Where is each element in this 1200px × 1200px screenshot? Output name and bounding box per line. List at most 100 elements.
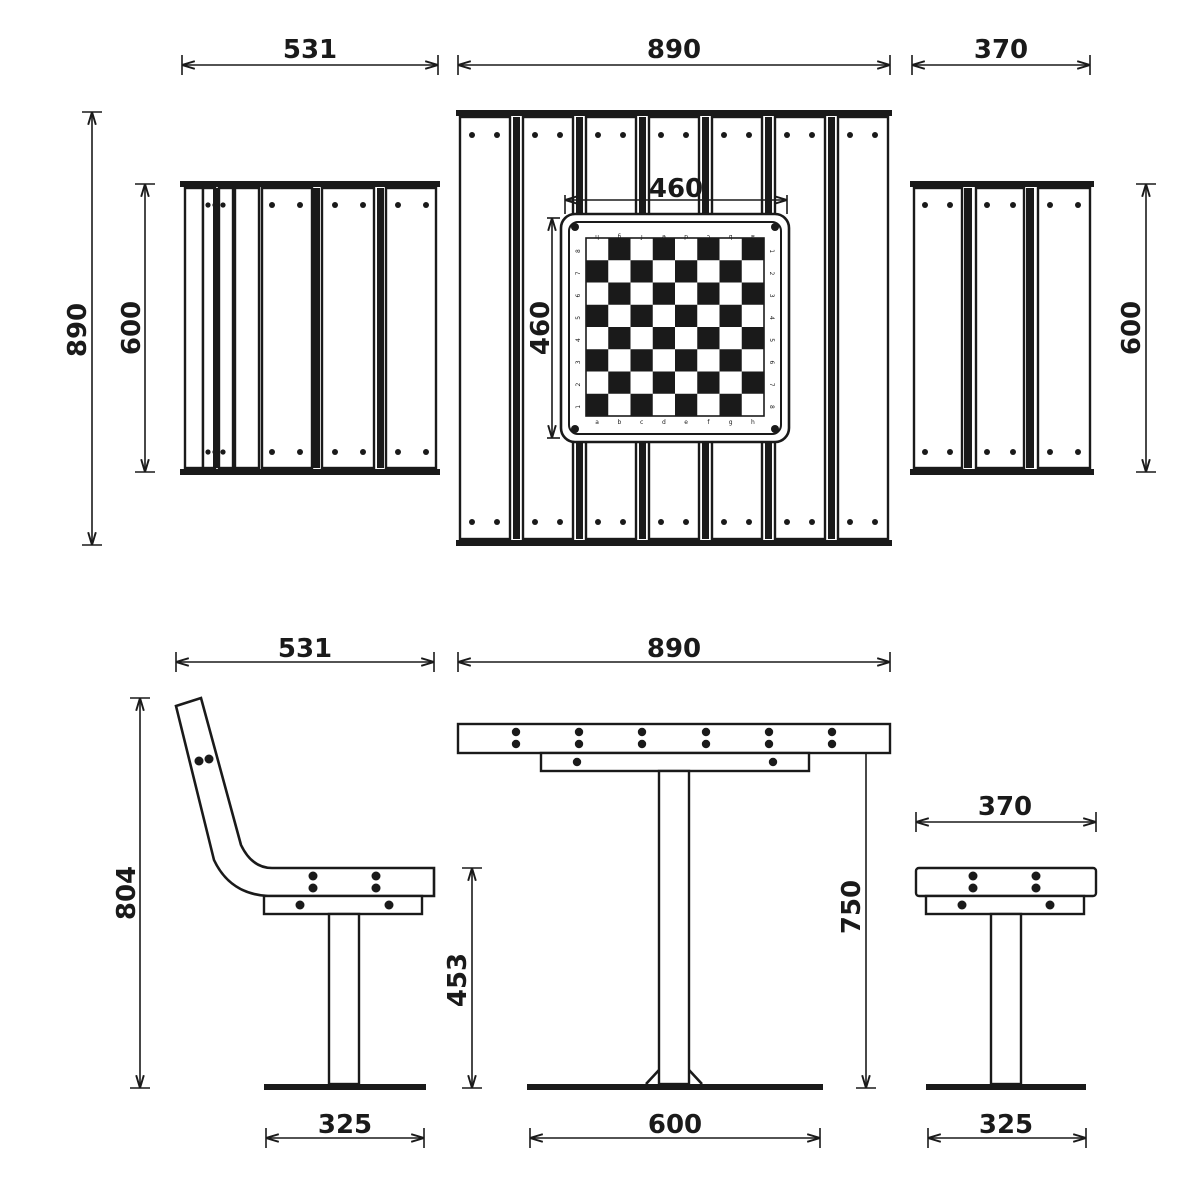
board-coordinate: g (729, 419, 733, 426)
chair-top-bolts (205, 202, 429, 455)
board-square (630, 349, 653, 372)
board-coordinate: c (707, 233, 710, 240)
board-square (630, 260, 653, 283)
board-square (741, 371, 764, 394)
label-804: 804 (112, 866, 142, 920)
board-square (652, 282, 675, 305)
board-coordinate: a (595, 419, 599, 426)
board-square (719, 260, 742, 283)
board-coordinate: 6 (575, 294, 582, 298)
board-coordinate: 8 (575, 249, 582, 253)
label-890-top: 890 (647, 35, 701, 65)
board-squares (586, 238, 764, 416)
board-square (608, 327, 631, 350)
label-890-depth: 890 (63, 303, 93, 357)
dim-stool-base: 325 (927, 1110, 1087, 1148)
board-square (719, 304, 742, 327)
label-600-chair: 600 (117, 301, 147, 355)
board-coordinate: 2 (768, 271, 775, 275)
board-square (675, 304, 698, 327)
board-coordinate: c (640, 419, 643, 426)
board-coordinate: 1 (575, 405, 582, 409)
dim-table-base: 600 (529, 1110, 821, 1148)
board-coordinate: b (617, 419, 621, 426)
board-square (675, 349, 698, 372)
label-460-height: 460 (526, 301, 556, 355)
board-coordinate: f (640, 233, 643, 240)
board-coordinate: h (751, 419, 755, 426)
board-coordinate: 2 (575, 383, 582, 387)
board-square (741, 327, 764, 350)
label-370-top: 370 (974, 35, 1028, 65)
label-325-chair: 325 (318, 1110, 372, 1140)
dim-side-chair-width: 531 (175, 634, 435, 672)
board-square (586, 304, 609, 327)
board-square (697, 282, 720, 305)
board-square (741, 282, 764, 305)
board-square (697, 238, 720, 261)
board-coordinate: b (729, 233, 733, 240)
dim-board-height: 460 (526, 217, 560, 439)
board-coordinate: d (684, 233, 688, 240)
board-coordinate: 5 (575, 316, 582, 320)
board-square (630, 393, 653, 416)
board-square (586, 393, 609, 416)
board-coordinate: 6 (768, 360, 775, 364)
board-square (608, 238, 631, 261)
label-370-side: 370 (978, 792, 1032, 822)
dim-top-table-width: 890 (457, 35, 891, 75)
board-coordinate: 4 (575, 338, 582, 342)
label-325-stool: 325 (979, 1110, 1033, 1140)
label-600-stool: 600 (1117, 301, 1147, 355)
board-square (697, 327, 720, 350)
label-890-side: 890 (647, 634, 701, 664)
label-453: 453 (443, 953, 473, 1007)
board-square (675, 260, 698, 283)
dim-seat-height: 453 (443, 867, 482, 1089)
dim-chair-base: 325 (265, 1110, 425, 1148)
stool-top-bolts (922, 202, 1081, 455)
board-coordinate: 3 (768, 294, 775, 298)
board-square (608, 282, 631, 305)
board-coordinate: d (662, 419, 666, 426)
board-coordinate: e (662, 233, 666, 240)
board-coordinate: 8 (768, 405, 775, 409)
board-coordinate: 7 (768, 383, 775, 387)
board-coordinate: 1 (768, 249, 775, 253)
board-coordinate: 5 (768, 338, 775, 342)
dim-table-depth: 890 (63, 111, 102, 546)
table-side-bolts (511, 727, 837, 767)
board-coordinate: e (684, 419, 688, 426)
table-top-bolts (469, 132, 878, 525)
dim-top-chair-width: 531 (181, 35, 439, 75)
board-square (608, 371, 631, 394)
dim-board-width: 460 (564, 174, 788, 214)
board-square (719, 393, 742, 416)
dim-side-table-width: 890 (457, 634, 891, 672)
board-square (652, 371, 675, 394)
board-coordinate: 3 (575, 360, 582, 364)
chair-side-view (174, 696, 436, 1090)
stool-top-view (910, 181, 1094, 475)
label-531-side: 531 (278, 634, 332, 664)
table-side-view (456, 722, 892, 1090)
label-460-width: 460 (649, 174, 703, 204)
dim-chair-height: 804 (112, 697, 150, 1089)
board-square (697, 371, 720, 394)
board-coordinate: h (595, 233, 599, 240)
board-square (741, 238, 764, 261)
board-square (630, 304, 653, 327)
stool-side-view (914, 866, 1098, 1090)
board-coordinate: g (617, 233, 621, 240)
board-square (719, 349, 742, 372)
chair-top-view (180, 181, 440, 475)
board-square (652, 238, 675, 261)
dim-table-height: 750 (837, 724, 876, 1089)
